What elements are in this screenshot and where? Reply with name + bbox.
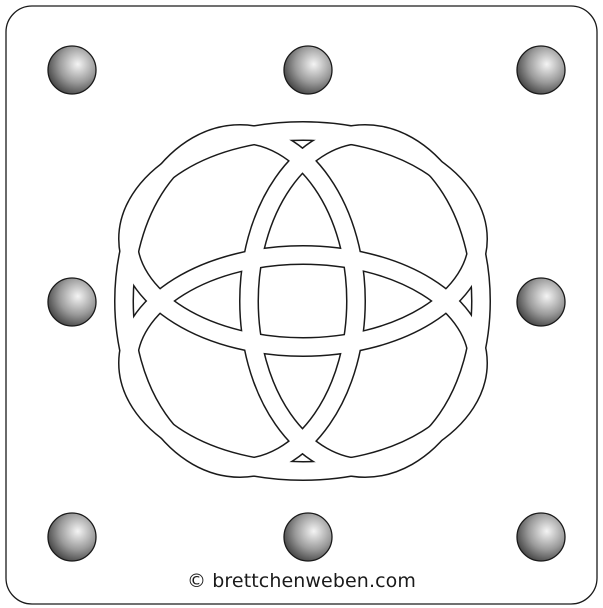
hole-top-left [48,46,96,94]
hole-bottom-center [284,513,332,561]
copyright-text: © brettchenweben.com [0,570,603,592]
hole-middle-right [517,278,565,326]
hole-bottom-left [48,513,96,561]
hole-top-center [284,46,332,94]
hole-middle-left [48,278,96,326]
hole-top-right [517,46,565,94]
hole-bottom-right [517,513,565,561]
